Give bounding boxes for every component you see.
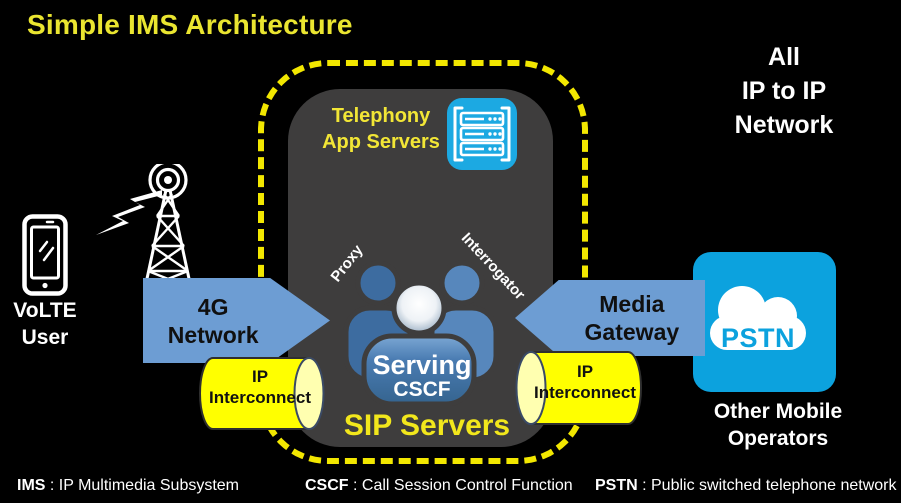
media-gateway-label: Media Gateway (584, 291, 680, 345)
legend-ims-term: IMS (17, 477, 46, 494)
legend-cscf-term: CSCF (305, 477, 349, 494)
cscf-users-icon (343, 260, 499, 406)
ip-interconnect-label-left: IP Interconnect (208, 367, 312, 407)
ip-interconnect-cylinder-right (515, 351, 642, 425)
ip-interconnect-label-right: IP Interconnect (533, 362, 637, 402)
sip-servers-label: SIP Servers (343, 409, 511, 442)
page-title: Simple IMS Architecture (27, 9, 353, 40)
all-ip-note: All IP to IP Network (734, 43, 834, 139)
smartphone-icon (22, 214, 68, 296)
other-mobile-operators-label: Other Mobile Operators (713, 400, 843, 450)
legend-ims-def: : IP Multimedia Subsystem (45, 477, 240, 494)
4g-network-label: 4G Network (167, 293, 259, 348)
media-gateway-arrow: Media Gateway (515, 280, 705, 356)
radio-tower-icon (143, 164, 193, 290)
legend-pstn-def: : Public switched telephone network (637, 477, 897, 494)
lightning-bolt-icon (96, 190, 162, 235)
server-rack-icon (447, 98, 517, 170)
ip-interconnect-cylinder-left (199, 357, 325, 430)
server-rack-glyph (453, 106, 511, 162)
ims-dashed-boundary (258, 60, 588, 464)
legend-pstn-term: PSTN (595, 477, 638, 494)
pstn-cloud-label: PSTN (721, 323, 795, 353)
legend-ims: IMS : IP Multimedia Subsystem (17, 477, 239, 495)
pstn-cloud-icon: PSTN (710, 286, 806, 353)
cscf-label: CSCF (393, 378, 451, 401)
legend-cscf: CSCF : Call Session Control Function (305, 477, 573, 495)
serving-label: Serving (372, 350, 472, 380)
legend-cscf-def: : Call Session Control Function (348, 477, 573, 494)
volte-user-label: VoLTE User (13, 299, 77, 349)
telephony-app-servers-label: Telephony App Servers (322, 105, 440, 153)
legend-pstn: PSTN : Public switched telephone network (595, 477, 896, 495)
